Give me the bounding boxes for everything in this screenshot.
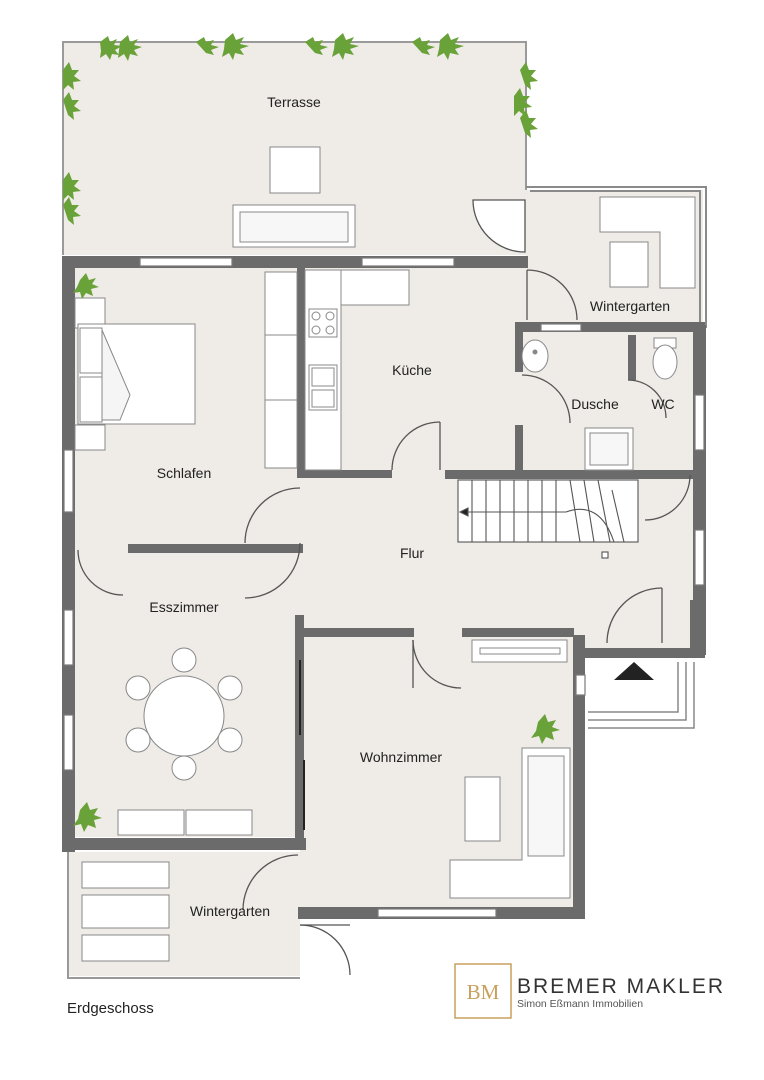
room-label-flur: Flur — [400, 545, 424, 561]
room-label-wintergarten-bottom: Wintergarten — [190, 903, 270, 919]
bedroom-furniture — [74, 297, 196, 451]
logo-title: BREMER MAKLER — [517, 975, 725, 998]
room-label-wc: WC — [651, 396, 674, 412]
room-label-schlafen: Schlafen — [157, 465, 211, 481]
floor-name: Erdgeschoss — [67, 1000, 154, 1017]
bathroom-fixtures — [521, 337, 678, 471]
logo-monogram-box — [454, 963, 512, 1019]
logo-subtitle: Simon Eßmann Immobilien — [517, 998, 643, 1010]
entrance-arrow-icon — [614, 662, 654, 680]
wintergarten-bottom-furniture — [67, 852, 300, 979]
wintergarten-top-furniture — [599, 196, 696, 289]
logo-monogram: BM — [467, 980, 500, 1004]
plants — [63, 33, 560, 832]
living-furniture — [449, 639, 571, 899]
room-label-wohnzimmer: Wohnzimmer — [360, 749, 443, 765]
kitchen-fixtures — [264, 269, 410, 471]
wintergarten-top-walls — [526, 186, 707, 328]
room-label-wintergarten-top: Wintergarten — [590, 298, 670, 314]
room-labels: Terrasse Wintergarten Küche Schlafen Dus… — [149, 94, 674, 919]
stairs — [457, 479, 639, 559]
terrace-furniture — [232, 146, 356, 248]
dining-furniture — [117, 647, 253, 836]
entrance — [588, 662, 695, 729]
sliding-door — [299, 660, 305, 830]
company-logo: BM BREMER MAKLER Simon Eßmann Immobilien — [454, 963, 725, 1019]
room-label-terrasse: Terrasse — [267, 94, 321, 110]
windows — [63, 257, 705, 918]
room-label-esszimmer: Esszimmer — [149, 599, 219, 615]
room-label-dusche: Dusche — [571, 396, 619, 412]
plant-icon — [63, 33, 560, 832]
room-label-kueche: Küche — [392, 362, 432, 378]
doors — [77, 199, 691, 976]
